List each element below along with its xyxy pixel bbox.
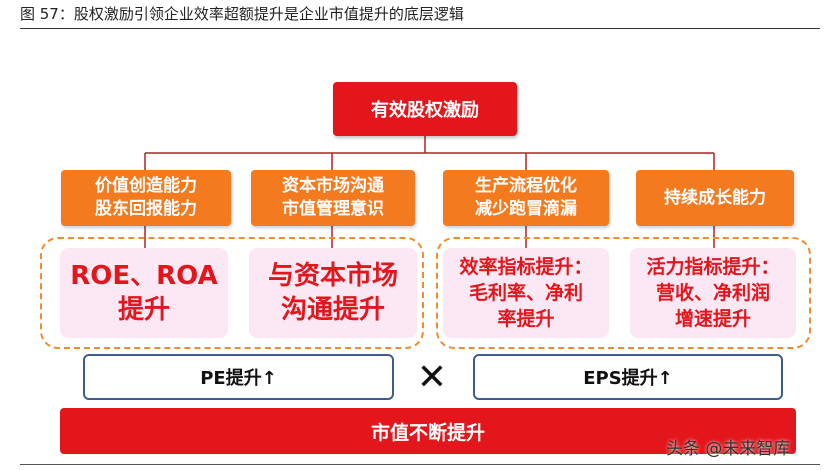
watermark: 头条 @未来智库 <box>666 439 791 459</box>
effective-equity-incentive-box: 有效股权激励 <box>333 82 517 136</box>
outcome-box-efficiency-metrics: 效率指标提升： 毛利率、净利 率提升 <box>443 248 609 338</box>
bottom-divider <box>20 464 820 465</box>
outcome-box-roe-roa: ROE、ROA 提升 <box>60 248 228 338</box>
dashed-group-eps <box>436 237 811 349</box>
outcome-box-capital-communication: 与资本市场 沟通提升 <box>249 248 417 338</box>
dashed-group-pe <box>40 237 424 349</box>
driver-box-growth-capability: 持续成长能力 <box>636 170 794 226</box>
multiply-icon: ✕ <box>416 357 448 398</box>
driver-box-capital-market: 资本市场沟通 市值管理意识 <box>251 170 415 226</box>
eps-increase-box: EPS提升↑ <box>473 354 783 400</box>
driver-box-process-optimization: 生产流程优化 减少跑冒滴漏 <box>443 170 609 226</box>
market-value-increase-bar: 市值不断提升 <box>60 408 796 454</box>
outcome-box-vitality-metrics: 活力指标提升： 营收、净利润 增速提升 <box>630 248 796 338</box>
figure-caption: 图 57：股权激励引领企业效率超额提升是企业市值提升的底层逻辑 <box>20 4 820 29</box>
pe-increase-box: PE提升↑ <box>83 354 394 400</box>
driver-box-value-creation: 价值创造能力 股东回报能力 <box>61 170 231 226</box>
